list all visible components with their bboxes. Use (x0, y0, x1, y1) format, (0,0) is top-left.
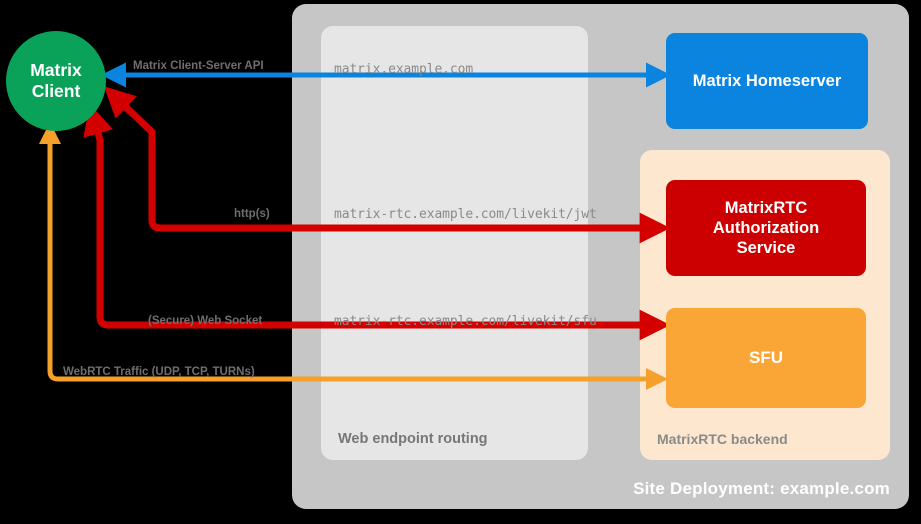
edge-label-websocket: (Secure) Web Socket (148, 315, 263, 327)
node-auth-line3: Service (736, 239, 796, 258)
web-endpoint-routing-label: Web endpoint routing (338, 431, 488, 447)
url-label-jwt: matrix-rtc.example.com/livekit/jwt (334, 207, 597, 222)
web-endpoint-routing-panel: Web endpoint routing (321, 26, 588, 460)
edge-label-http: http(s) (234, 208, 270, 220)
node-auth-line1: MatrixRTC (724, 198, 808, 217)
node-matrixrtc-authorization-service[interactable]: MatrixRTC Authorization Service (666, 180, 866, 276)
matrixrtc-backend-label: MatrixRTC backend (657, 431, 788, 447)
node-matrix-homeserver[interactable]: Matrix Homeserver (666, 33, 868, 129)
site-deployment-label: Site Deployment: example.com (633, 479, 890, 498)
node-auth-line2: Authorization (712, 218, 820, 237)
edge-label-webrtc: WebRTC Traffic (UDP, TCP, TURNs) (63, 366, 255, 378)
edge-label-client-server-api: Matrix Client-Server API (133, 60, 264, 72)
node-matrix-client[interactable]: Matrix Client (6, 31, 106, 131)
url-label-matrix: matrix.example.com (334, 62, 474, 77)
url-label-sfu: matrix-rtc.example.com/livekit/sfu (334, 314, 597, 329)
node-matrix-homeserver-label: Matrix Homeserver (692, 71, 842, 90)
node-matrix-client-line2: Client (31, 81, 81, 101)
node-sfu-label: SFU (749, 347, 783, 367)
node-matrix-client-line1: Matrix (30, 60, 82, 81)
node-sfu[interactable]: SFU (666, 308, 866, 408)
